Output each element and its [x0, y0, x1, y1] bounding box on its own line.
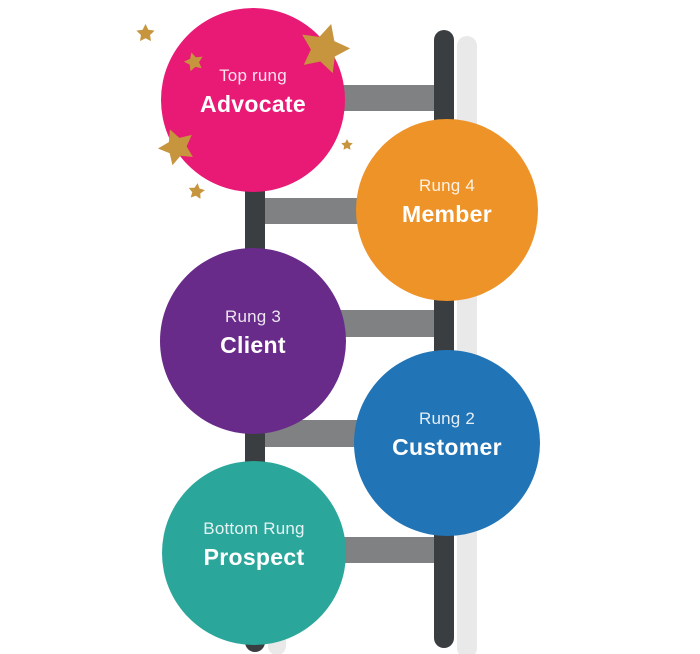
circle-member: Rung 4 Member — [356, 119, 538, 301]
circle-client-labels: Rung 3 Client — [220, 306, 286, 359]
circle-advocate-labels: Top rung Advocate — [200, 65, 306, 118]
circle-customer: Rung 2 Customer — [354, 350, 540, 536]
client-rung-label: Rung 3 — [224, 306, 281, 326]
advocate-rung-label: Top rung — [219, 65, 287, 85]
circle-advocate: Top rung Advocate — [161, 8, 345, 192]
circle-prospect-labels: Bottom Rung Prospect — [203, 518, 304, 571]
star-icon-small-top-left — [136, 24, 155, 42]
circle-member-labels: Rung 4 Member — [402, 175, 492, 228]
circle-client: Rung 3 Client — [160, 248, 346, 434]
prospect-stage-label: Prospect — [203, 543, 305, 570]
prospect-rung-label: Bottom Rung — [203, 518, 305, 538]
client-stage-label: Client — [220, 331, 286, 358]
circle-customer-labels: Rung 2 Customer — [392, 408, 502, 461]
member-rung-label: Rung 4 — [418, 175, 476, 195]
star-icon-tiny-mid — [341, 139, 353, 150]
customer-rung-label: Rung 2 — [418, 408, 475, 428]
advocate-stage-label: Advocate — [200, 90, 306, 117]
star-icon-small-below-advocate — [187, 182, 206, 201]
customer-stage-label: Customer — [392, 433, 502, 460]
circle-prospect: Bottom Rung Prospect — [162, 461, 346, 645]
member-stage-label: Member — [402, 200, 492, 227]
